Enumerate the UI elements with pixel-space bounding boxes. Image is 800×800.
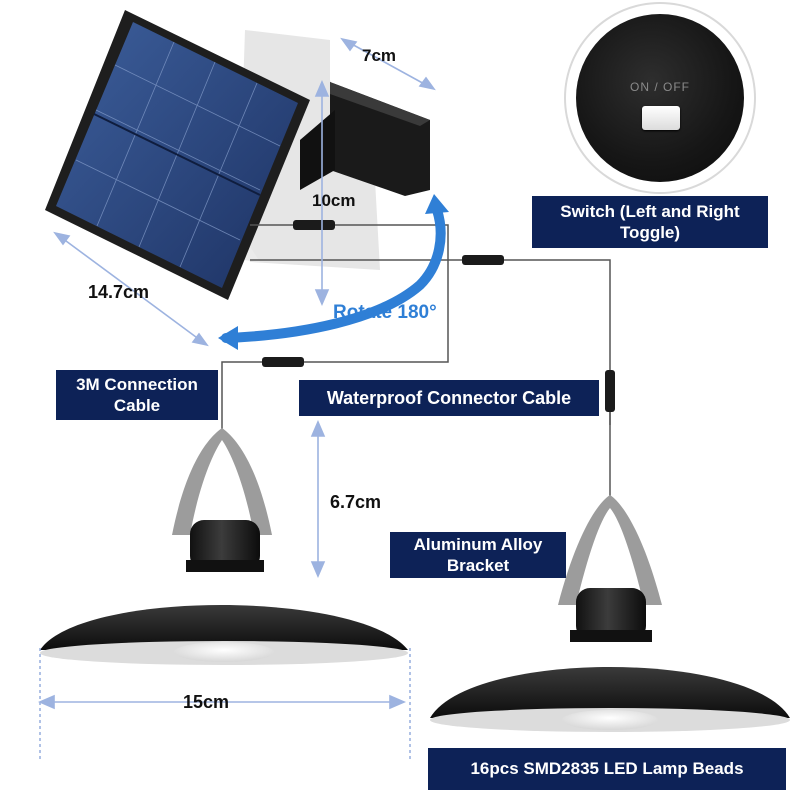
- label-bracket-line2: Bracket: [446, 556, 510, 575]
- label-connection-cable-line1: 3M Connection: [76, 375, 198, 394]
- label-switch-line2: Toggle): [619, 223, 681, 242]
- label-switch-line1: Switch (Left and Right: [560, 202, 740, 221]
- rotate-label: Rotate 180°: [333, 302, 437, 323]
- label-waterproof-cable: Waterproof Connector Cable: [299, 380, 599, 416]
- panel-mount-bracket: [300, 82, 430, 196]
- label-bracket-line1: Aluminum Alloy: [413, 535, 543, 554]
- dimension-panel-depth: 7cm: [362, 46, 397, 65]
- switch-toggle-knob: [642, 106, 680, 130]
- waterproof-connectors: [262, 220, 615, 412]
- label-lamp-beads: 16pcs SMD2835 LED Lamp Beads: [428, 748, 786, 790]
- dimension-panel-height: 10cm: [312, 191, 356, 210]
- pendant-lamp-right: [430, 495, 790, 732]
- dimension-panel-width: 14.7cm: [88, 282, 150, 302]
- switch-on-off-text: ON / OFF: [630, 80, 690, 94]
- label-bracket: Aluminum Alloy Bracket: [390, 532, 566, 578]
- label-switch: Switch (Left and Right Toggle): [532, 196, 768, 248]
- dimension-hanger-height: 6.7cm: [330, 492, 382, 512]
- solar-panel: [45, 10, 310, 300]
- dimension-shade-diameter: 15cm: [183, 692, 230, 712]
- switch-body: ON / OFF: [576, 14, 744, 182]
- rotate-arrow: [218, 194, 449, 350]
- pendant-lamp-left: [40, 428, 408, 665]
- switch-closeup: ON / OFF: [566, 4, 754, 192]
- label-connection-cable-line2: Cable: [113, 396, 161, 415]
- label-connection-cable: 3M Connection Cable: [56, 370, 218, 420]
- dimension-arrows: [37, 37, 436, 760]
